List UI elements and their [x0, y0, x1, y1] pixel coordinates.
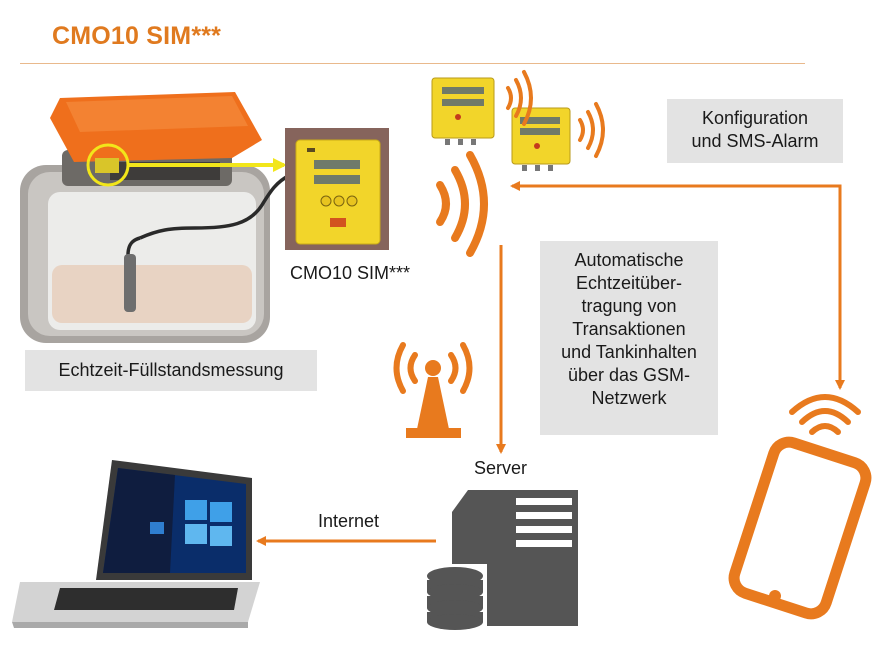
- transmission-line: tragung von: [540, 295, 718, 318]
- measurement-label: Echtzeit-Füllstandsmessung: [25, 350, 317, 391]
- configuration-line: Konfiguration: [667, 107, 843, 130]
- antenna-tower-icon: [397, 345, 470, 438]
- transmission-line: und Tankinhalten: [540, 341, 718, 364]
- remote-unit-icon: [512, 108, 570, 171]
- database-icon: [423, 564, 487, 630]
- transmission-box: Automatische Echtzeitüber- tragung von T…: [540, 241, 718, 435]
- wireless-signal-icon: [792, 397, 858, 432]
- transmission-line: Automatische: [540, 249, 718, 272]
- transmission-line: Netzwerk: [540, 387, 718, 410]
- laptop-icon: [12, 460, 260, 628]
- measurement-box: Echtzeit-Füllstandsmessung: [25, 350, 317, 391]
- smartphone-icon: [730, 438, 870, 618]
- configuration-box: Konfiguration und SMS-Alarm: [667, 99, 843, 163]
- server-label: Server: [474, 457, 527, 480]
- remote-unit-icon: [432, 78, 494, 145]
- phone-to-device-arrow: [512, 186, 840, 194]
- transmission-line: Echtzeitüber-: [540, 272, 718, 295]
- configuration-line: und SMS-Alarm: [667, 130, 843, 153]
- internet-label: Internet: [318, 510, 379, 533]
- transmission-line: über das GSM-: [540, 364, 718, 387]
- device-label: CMO10 SIM***: [290, 262, 410, 285]
- wireless-signal-icon: [440, 155, 484, 253]
- cmo10-device-photo: [285, 128, 389, 250]
- tank-photo: [20, 92, 290, 343]
- transmission-line: Transaktionen: [540, 318, 718, 341]
